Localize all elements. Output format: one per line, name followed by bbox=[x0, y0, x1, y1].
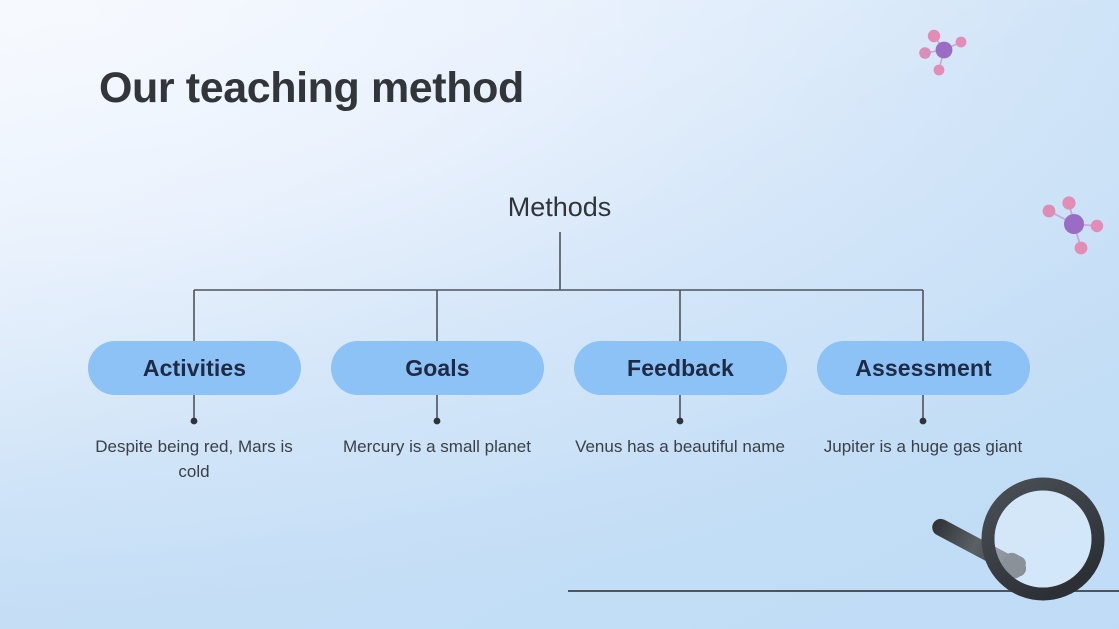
connector-marker-1 bbox=[433, 417, 441, 425]
diagram-node-label: Feedback bbox=[627, 354, 734, 381]
diagram-node-feedback[interactable]: Feedback bbox=[574, 341, 787, 395]
diagram-caption-assessment: Jupiter is a huge gas giant bbox=[823, 437, 1023, 456]
diagram-node-goals[interactable]: Goals bbox=[331, 341, 544, 395]
connector-marker-3 bbox=[919, 417, 927, 425]
diagram-caption-feedback: Venus has a beautiful name bbox=[575, 437, 785, 456]
diagram-node-activities[interactable]: Activities bbox=[88, 341, 301, 395]
connector-marker-2 bbox=[676, 417, 684, 425]
connector-marker-0 bbox=[190, 417, 198, 425]
diagram-node-row: Activities Goals Feedback Assessment bbox=[0, 341, 1119, 395]
ground-line bbox=[568, 590, 1119, 592]
diagram-node-label: Assessment bbox=[855, 354, 992, 381]
diagram-caption-activities: Despite being red, Mars is cold bbox=[95, 437, 293, 481]
diagram-root-label: Methods bbox=[507, 192, 612, 222]
page-title: Our teaching method bbox=[99, 64, 524, 112]
molecule-icon bbox=[919, 29, 967, 76]
molecule-icon bbox=[1042, 196, 1104, 255]
diagram-node-label: Activities bbox=[142, 354, 247, 381]
diagram-node-label: Goals bbox=[405, 354, 470, 381]
diagram-node-assessment[interactable]: Assessment bbox=[817, 341, 1030, 395]
diagram-caption-goals: Mercury is a small planet bbox=[342, 437, 531, 456]
magnifier-icon bbox=[932, 477, 1105, 601]
